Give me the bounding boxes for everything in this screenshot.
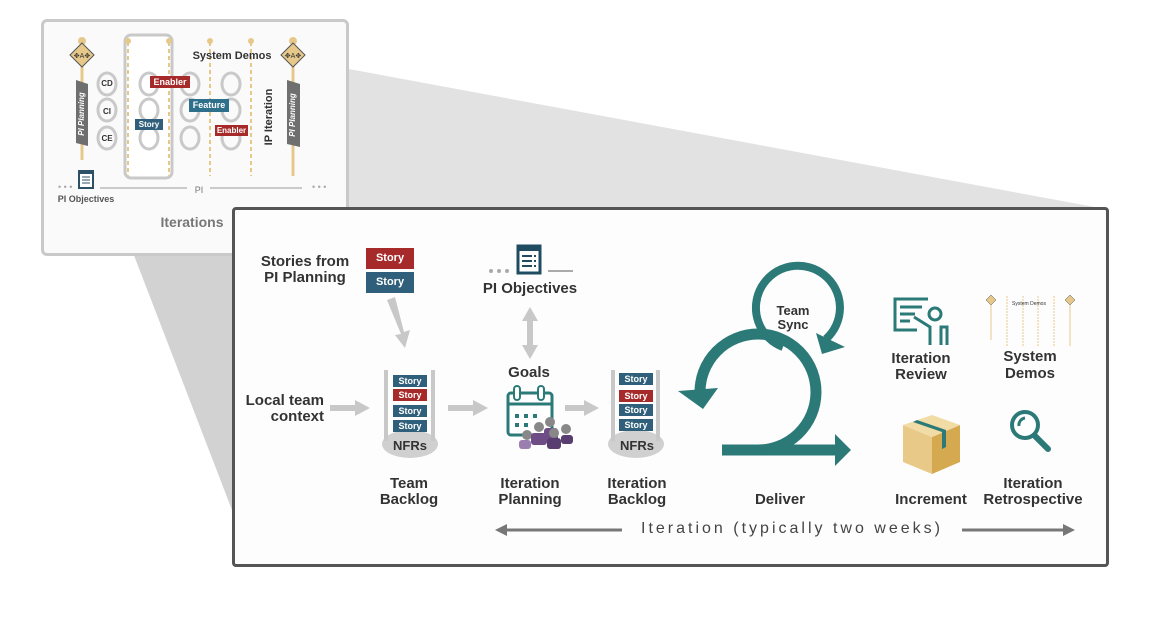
iteration-planning-label-line2: Planning xyxy=(498,491,562,508)
obj-dot-1 xyxy=(489,269,493,273)
calendar-days xyxy=(515,414,537,427)
iteration-backlog-story-1: Story xyxy=(619,373,653,385)
local-team-context-line2: context xyxy=(270,408,324,425)
timeline-arrowhead-right xyxy=(1063,524,1075,536)
inset-enabler-badge-top: Enabler xyxy=(150,76,190,88)
team-backlog-story-4: Story xyxy=(393,420,427,432)
deliver-arrowhead xyxy=(835,434,851,466)
stories-from-pi-planning-line1: Stories from xyxy=(260,253,350,270)
team-backlog-nfrs: NFRs xyxy=(393,438,427,453)
obj-dot-3 xyxy=(505,269,509,273)
calendar-ring-left xyxy=(513,385,521,401)
backlog-to-planning-arrow xyxy=(448,400,488,416)
team-people-icon xyxy=(519,417,573,449)
inset-pi-label: PI xyxy=(194,185,204,195)
highlighted-iteration xyxy=(123,33,174,180)
obj-dot-2 xyxy=(497,269,501,273)
team-sync-arrowhead xyxy=(816,333,845,354)
iteration-planning-label-line1: Iteration xyxy=(500,475,560,492)
team-sync-label-line2: Sync xyxy=(777,317,809,332)
pi-sign-right xyxy=(280,42,306,68)
zoom-wedge-left xyxy=(125,232,232,510)
inset-cd-label: CD xyxy=(101,79,113,88)
objectives-goals-arrow xyxy=(522,307,538,359)
team-sync-label-line1: Team xyxy=(776,303,810,318)
iteration-retrospective-label-line2: Retrospective xyxy=(983,491,1083,508)
inset-story-badge: Story xyxy=(135,119,163,130)
inset-enabler-badge-bottom: Enabler xyxy=(215,125,248,136)
dot-3 xyxy=(207,38,213,44)
iteration-review-label-line2: Review xyxy=(895,366,947,383)
planning-to-iteration-backlog-arrow xyxy=(565,400,599,416)
stories-from-pi-planning-line2: PI Planning xyxy=(264,269,346,286)
stories-to-backlog-arrow xyxy=(387,297,410,348)
svg-text:✥A✥: ✥A✥ xyxy=(74,52,91,60)
team-backlog-label-line1: Team xyxy=(389,475,429,492)
local-team-context-line1: Local team xyxy=(245,392,324,409)
pole-top-left xyxy=(78,37,86,45)
team-backlog-base xyxy=(382,430,438,458)
iteration-backlog-story-3: Story xyxy=(619,404,653,416)
team-backlog-story-2: Story xyxy=(393,389,427,401)
svg-text:• • •: • • • xyxy=(312,182,326,192)
calendar-ring-right xyxy=(537,385,545,401)
mini-system-demos-label: System Demos xyxy=(1012,301,1046,307)
inset-graphics: ✥A✥ ✥A✥ • • • • • • xyxy=(58,33,326,192)
deliver-loop xyxy=(694,328,822,456)
goals-label: Goals xyxy=(508,364,550,381)
iteration-caption: Iteration (typically two weeks) xyxy=(641,520,943,537)
zoom-wedge-top xyxy=(165,35,1100,208)
iteration-retrospective-label-line1: Iteration xyxy=(1003,475,1063,492)
iteration-backlog-label-line1: Iteration xyxy=(607,475,667,492)
system-demos-label-line1: System xyxy=(1003,348,1057,365)
increment-box-icon xyxy=(903,415,960,474)
mini-system-demos-icon xyxy=(985,294,1076,346)
context-to-backlog-arrow xyxy=(330,400,370,416)
team-backlog-story-3: Story xyxy=(393,405,427,417)
inset-feature-badge: Feature xyxy=(189,99,229,112)
pi-planning-banner-left xyxy=(76,80,88,146)
svg-text:✥A✥: ✥A✥ xyxy=(285,52,302,60)
iteration-backlog-story-4: Story xyxy=(619,419,653,431)
pi-objectives-label: PI Objectives xyxy=(482,280,578,297)
team-sync-loop xyxy=(752,261,844,351)
inset-pi-objectives-label: PI Objectives xyxy=(57,194,115,204)
iteration-backlog-nfrs: NFRs xyxy=(620,438,654,453)
doc-icon-small-header xyxy=(79,171,93,174)
team-backlog-story-1: Story xyxy=(393,375,427,387)
timeline-arrowhead-left xyxy=(495,524,507,536)
team-backlog-label-line2: Backlog xyxy=(379,491,439,508)
doc-header xyxy=(518,246,540,251)
iteration-review-label-line1: Iteration xyxy=(891,350,951,367)
inset-system-demos: System Demos xyxy=(192,50,272,62)
iteration-review-icon xyxy=(893,297,949,345)
story-card-top-blue: Story xyxy=(366,272,414,293)
deliver-loop-arrowhead xyxy=(678,388,718,409)
iteration-backlog-story-2: Story xyxy=(619,390,653,402)
dot-2 xyxy=(166,38,172,44)
iteration-backlog-base xyxy=(608,430,664,458)
pole-top-right xyxy=(289,37,297,45)
increment-label: Increment xyxy=(895,491,967,508)
pi-planning-banner-right xyxy=(287,80,300,147)
iteration-retrospective-icon xyxy=(1010,410,1051,452)
inset-ci-label: CI xyxy=(103,107,111,116)
iteration-backlog-label-line2: Backlog xyxy=(607,491,667,508)
story-card-top-red: Story xyxy=(366,248,414,269)
cd-ci-ce-loops xyxy=(96,71,118,151)
inset-iterations-label: Iterations xyxy=(160,214,224,230)
dot-4 xyxy=(248,38,254,44)
deliver-label: Deliver xyxy=(754,491,806,508)
inset-ce-label: CE xyxy=(101,134,113,143)
dot-1 xyxy=(125,38,131,44)
svg-text:• • •: • • • xyxy=(58,182,72,192)
pi-sign-left xyxy=(69,42,95,68)
system-demos-label-line2: Demos xyxy=(1004,365,1056,382)
